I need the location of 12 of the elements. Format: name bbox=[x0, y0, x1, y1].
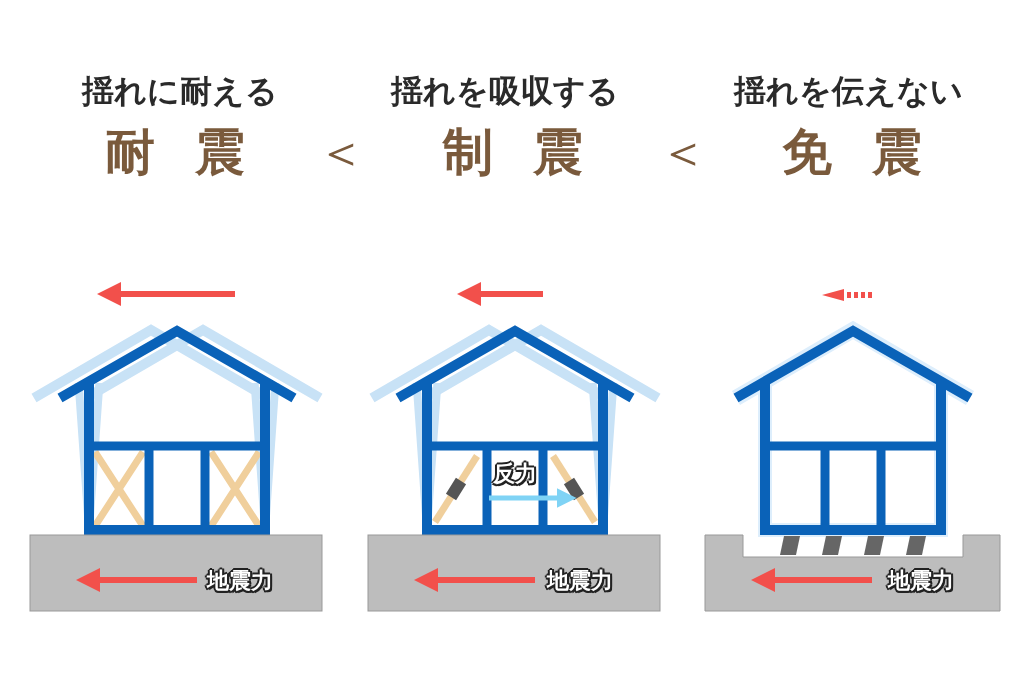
heading-text: 揺れを伝えない bbox=[733, 71, 963, 112]
category-title: 制震 bbox=[443, 120, 623, 183]
comparison-sign: ＜ bbox=[316, 121, 366, 183]
comparison-sign: ＜ bbox=[658, 121, 708, 183]
category-title: 耐震 bbox=[105, 120, 285, 183]
force-label: 地震力 bbox=[207, 567, 273, 595]
heading-text: 揺れに耐える bbox=[82, 71, 278, 112]
force-label: 反力 bbox=[493, 459, 537, 489]
heading-text: 揺れを吸収する bbox=[391, 71, 619, 112]
force-label: 地震力 bbox=[547, 567, 613, 595]
force-label: 地震力 bbox=[888, 567, 954, 595]
category-title: 免震 bbox=[782, 120, 962, 183]
